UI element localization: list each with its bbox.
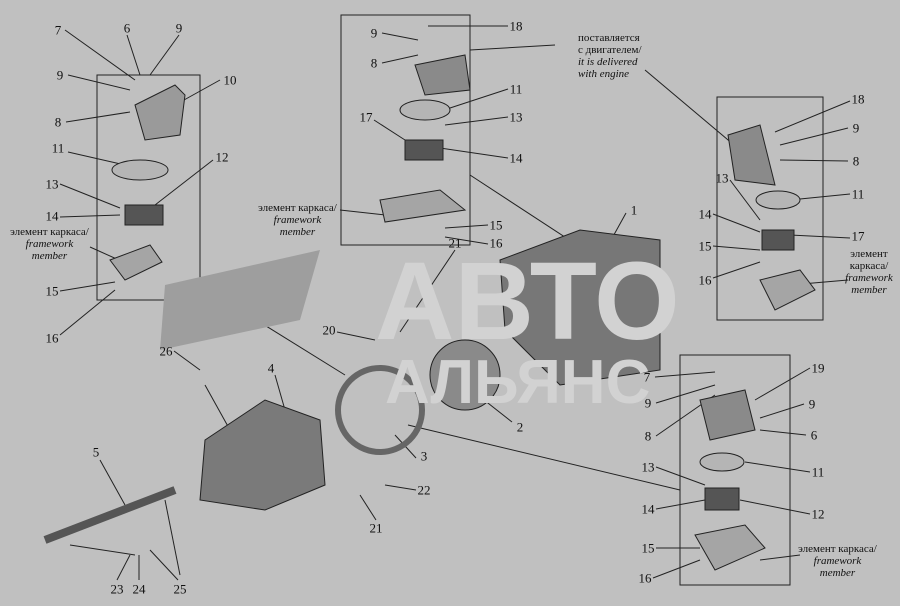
- note-text: framework: [273, 214, 322, 226]
- note-text: framework: [813, 555, 862, 567]
- callout: 8: [370, 55, 378, 71]
- note-text: элемент каркаса/: [258, 202, 337, 214]
- callout: 11: [51, 140, 65, 156]
- watermark-line2: АЛЬЯНС: [385, 348, 651, 417]
- callout: 13: [45, 176, 59, 192]
- callout: 25: [173, 581, 187, 597]
- callout: 11: [509, 81, 523, 97]
- callout: 13: [715, 170, 729, 186]
- callout: 19: [811, 360, 825, 376]
- callout: 22: [417, 482, 431, 498]
- note-text: поставляется: [578, 32, 640, 44]
- callout: 16: [45, 330, 59, 346]
- callout: 1: [630, 202, 638, 218]
- callout: 16: [489, 235, 503, 251]
- callout: 6: [123, 20, 131, 36]
- callout: 9: [808, 396, 816, 412]
- callout: 18: [851, 91, 865, 107]
- callout: 9: [56, 67, 64, 83]
- callout: 15: [489, 217, 503, 233]
- note-text: member: [851, 284, 887, 296]
- callout: 14: [641, 501, 655, 517]
- note-text: элемент каркаса/: [798, 543, 877, 555]
- callout: 7: [643, 369, 651, 385]
- callout: 6: [810, 427, 818, 443]
- watermark-line1: АВТО: [375, 240, 680, 363]
- callout: 16: [638, 570, 652, 586]
- callout: 21: [369, 520, 383, 536]
- callout: 24: [132, 581, 146, 597]
- callout: 17: [851, 228, 865, 244]
- callout: 9: [175, 20, 183, 36]
- callout: 8: [644, 428, 652, 444]
- callout: 18: [509, 18, 523, 34]
- callout: 3: [420, 448, 428, 464]
- bracket-part: [134, 84, 186, 141]
- callout: 14: [45, 208, 59, 224]
- callout: 10: [223, 72, 237, 88]
- callout: 17: [359, 109, 373, 125]
- note-text: member: [31, 250, 68, 262]
- note-text: framework: [845, 272, 893, 284]
- note-text: with engine: [578, 68, 630, 80]
- callout: 9: [852, 120, 860, 136]
- group-box-left: [96, 74, 201, 301]
- note-text: framework: [25, 238, 74, 250]
- callout: 12: [215, 149, 229, 165]
- callout: 13: [641, 459, 655, 475]
- engine-part: [499, 229, 661, 386]
- flywheel-part: [429, 339, 501, 411]
- callout: 20: [322, 322, 336, 338]
- callout: 15: [45, 283, 59, 299]
- callout: 5: [92, 444, 100, 460]
- group-box-right-bottom: [679, 354, 791, 586]
- note-text: member: [279, 226, 316, 238]
- group-box-right-top: [716, 96, 824, 321]
- callout: 13: [509, 109, 523, 125]
- callout: 15: [641, 540, 655, 556]
- group-box-middle: [340, 14, 471, 246]
- callout: 8: [852, 153, 860, 169]
- callout: 23: [110, 581, 124, 597]
- note-text: элемент каркаса/: [10, 226, 89, 238]
- callout: 9: [644, 395, 652, 411]
- callout: 16: [698, 272, 712, 288]
- callout: 26: [159, 343, 173, 359]
- callout: 11: [811, 464, 825, 480]
- callout: 9: [370, 25, 378, 41]
- note-text: с двигателем/: [578, 44, 642, 56]
- callout: 12: [811, 506, 825, 522]
- callout: 4: [267, 360, 275, 376]
- callout: 11: [851, 186, 865, 202]
- callout: 21: [448, 235, 462, 251]
- gearbox-part: [199, 399, 326, 511]
- callout: 14: [509, 150, 523, 166]
- note-text: элемент каркаса/: [849, 248, 889, 272]
- callout: 2: [516, 419, 524, 435]
- callout: 15: [698, 238, 712, 254]
- note-text: it is delivered: [578, 56, 638, 68]
- note-text: member: [819, 567, 856, 579]
- callout: 7: [54, 22, 62, 38]
- callout: 14: [698, 206, 712, 222]
- callout: 8: [54, 114, 62, 130]
